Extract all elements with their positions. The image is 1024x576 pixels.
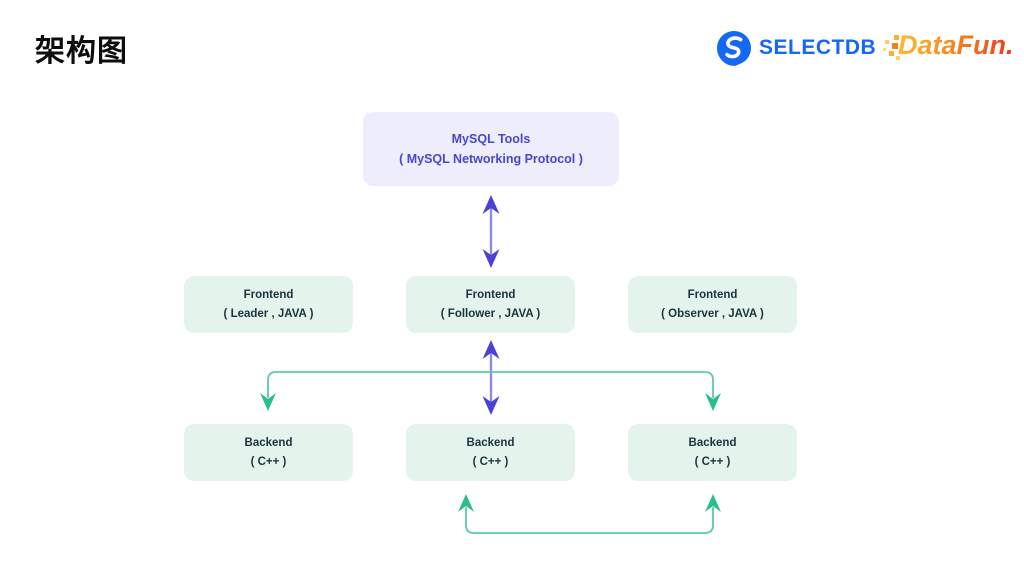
selectdb-logo-text: SELECTDB	[759, 36, 877, 59]
selectdb-logo-icon	[717, 31, 751, 66]
node-frontend-leader-title: Frontend	[243, 288, 294, 301]
arrow-frontend-backend-middle	[482, 340, 500, 415]
arrow-backend-bottom-link	[458, 494, 721, 534]
node-backend-left-subtitle: ( C++ )	[250, 455, 287, 468]
node-backend-middle: Backend ( C++ )	[406, 424, 575, 481]
node-frontend-follower-subtitle: ( Follower , JAVA )	[440, 307, 541, 320]
node-frontend-follower: Frontend ( Follower , JAVA )	[406, 276, 575, 333]
datafun-logo: DataFun.	[882, 28, 1017, 68]
node-backend-right-subtitle: ( C++ )	[694, 455, 731, 468]
node-frontend-follower-title: Frontend	[465, 288, 516, 301]
node-frontend-observer: Frontend ( Observer , JAVA )	[628, 276, 797, 333]
node-mysql-tools: MySQL Tools ( MySQL Networking Protocol …	[363, 112, 619, 186]
arrow-branch-backends	[260, 371, 721, 411]
node-frontend-observer-title: Frontend	[687, 288, 738, 301]
datafun-logo-text: DataFun.	[898, 30, 1014, 60]
node-frontend-observer-subtitle: ( Observer , JAVA )	[661, 307, 764, 320]
node-backend-middle-title: Backend	[466, 436, 515, 449]
node-frontend-leader: Frontend ( Leader , JAVA )	[184, 276, 353, 333]
node-backend-left-title: Backend	[244, 436, 293, 449]
node-frontend-leader-subtitle: ( Leader , JAVA )	[223, 307, 314, 320]
node-backend-right: Backend ( C++ )	[628, 424, 797, 481]
node-mysql-tools-title: MySQL Tools	[451, 132, 531, 146]
selectdb-logo: SELECTDB	[716, 30, 876, 66]
node-mysql-tools-subtitle: ( MySQL Networking Protocol )	[399, 152, 583, 166]
arrow-mysql-frontend	[482, 195, 500, 268]
page-title: 架构图	[35, 35, 128, 68]
node-backend-left: Backend ( C++ )	[184, 424, 353, 481]
datafun-dust-icon	[883, 35, 900, 60]
node-backend-middle-subtitle: ( C++ )	[472, 455, 509, 468]
node-backend-right-title: Backend	[688, 436, 737, 449]
